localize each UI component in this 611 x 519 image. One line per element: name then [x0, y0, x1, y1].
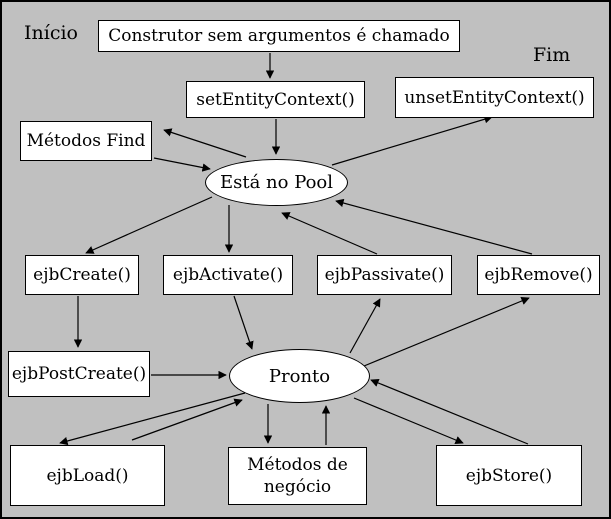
- esta-no-pool-node: Está no Pool: [205, 159, 348, 206]
- edge-pronto-to-ejb-passivate: [349, 298, 381, 354]
- edge-pronto-to-ejb-store: [353, 397, 464, 444]
- ejb-post-create-node: ejbPostCreate(): [8, 351, 150, 397]
- ejb-load-node: ejbLoad(): [10, 445, 165, 506]
- ejb-store-node: ejbStore(): [436, 445, 582, 506]
- edge-esta-no-pool-to-ejb-create: [85, 196, 213, 254]
- edge-esta-no-pool-to-metodos-find: [163, 128, 247, 158]
- unset-entity-context-node: unsetEntityContext(): [395, 77, 594, 118]
- ejb-remove-node: ejbRemove(): [477, 255, 600, 295]
- edge-pronto-to-ejb-remove: [363, 296, 530, 367]
- ejb-activate-node: ejbActivate(): [163, 255, 293, 295]
- edge-esta-no-pool-to-unset-entity-context: [331, 115, 493, 166]
- edge-ejb-activate-to-pronto: [233, 295, 254, 350]
- edge-ejb-store-to-pronto: [370, 378, 529, 445]
- construtor-node: Construtor sem argumentos é chamado: [98, 20, 460, 52]
- edge-ejb-passivate-to-esta-no-pool: [281, 212, 378, 255]
- metodos-find-node: Métodos Find: [20, 121, 152, 161]
- end-label: Fim: [533, 44, 571, 66]
- start-label: Início: [24, 22, 78, 44]
- pronto-node: Pronto: [229, 349, 370, 403]
- metodos-negocio-node: Métodos de negócio: [228, 447, 367, 505]
- ejb-passivate-node: ejbPassivate(): [317, 255, 452, 295]
- edge-pronto-to-ejb-load: [59, 392, 246, 446]
- edge-ejb-remove-to-esta-no-pool: [335, 198, 533, 255]
- edge-metodos-find-to-esta-no-pool: [153, 157, 211, 172]
- edge-ejb-load-to-pronto: [131, 398, 243, 441]
- set-entity-context-node: setEntityContext(): [186, 81, 365, 118]
- ejb-create-node: ejbCreate(): [25, 255, 139, 295]
